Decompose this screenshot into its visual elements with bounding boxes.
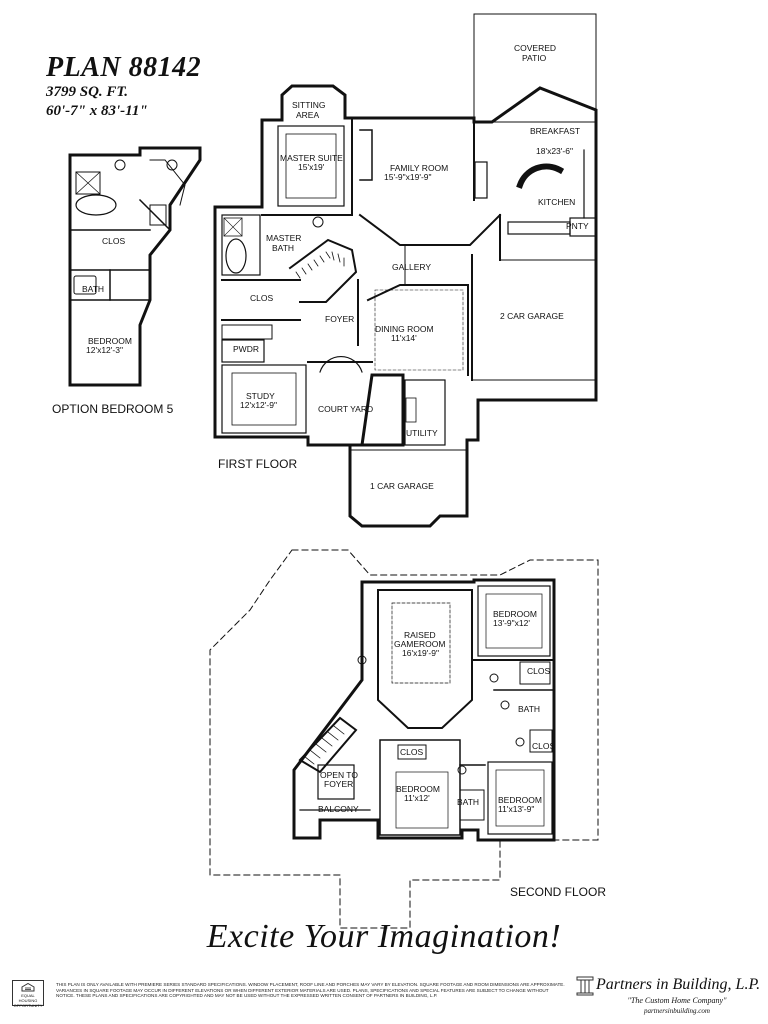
court-yard-label: COURT YARD [318, 404, 373, 414]
plan-square-feet: 3799 SQ. FT. [46, 84, 128, 100]
closet-label: CLOS [250, 293, 273, 303]
covered-patio-label: COVERED [514, 43, 556, 53]
option-bath-label: BATH [82, 284, 104, 294]
plan-title: PLAN 88142 [46, 52, 202, 83]
second-floor-caption: SECOND FLOOR [510, 885, 606, 899]
open-to-foyer-label-2: FOYER [324, 779, 353, 789]
option-bedroom-plan [68, 146, 202, 387]
gameroom-label: RAISED [404, 630, 436, 640]
option-closet-label: CLOS [102, 236, 125, 246]
open-to-foyer-label: OPEN TO [320, 770, 358, 780]
option-bedroom-caption: OPTION BEDROOM 5 [52, 402, 174, 416]
master-suite-dim: 15'x19' [298, 162, 325, 172]
family-room-label: FAMILY ROOM [390, 163, 448, 173]
gallery-label: GALLERY [392, 262, 431, 272]
master-bath-label: MASTER [266, 233, 301, 243]
dining-room-label: DINING ROOM [375, 324, 434, 334]
gameroom-dim: 16'x19'-9" [402, 648, 439, 658]
house-icon [21, 982, 35, 992]
gameroom-label-2: GAMEROOM [394, 639, 445, 649]
company-name: Partners in Building, L.P. [596, 976, 761, 993]
slogan: Excite Your Imagination! [206, 918, 562, 955]
bedroom-se-label: BEDROOM [498, 795, 542, 805]
two-car-garage-label: 2 CAR GARAGE [500, 311, 564, 321]
bedroom-mid-dim: 11'x12' [404, 793, 430, 803]
kitchen-label: KITCHEN [538, 197, 575, 207]
option-bedroom-label: BEDROOM [88, 336, 132, 346]
family-room-dim: 15'-9"x19'-9" [384, 172, 432, 182]
breakfast-dim: 18'x23'-6" [536, 146, 573, 156]
closet-e-label: CLOS [532, 741, 555, 751]
equal-housing-logo-icon: EQUAL HOUSING OPPORTUNITY [12, 980, 44, 1008]
column-logo-icon [576, 976, 594, 996]
bath-mid-label: BATH [457, 797, 479, 807]
company-tagline: "The Custom Home Company" [627, 996, 727, 1005]
utility-label: UTILITY [406, 428, 438, 438]
one-car-garage-label: 1 CAR GARAGE [370, 481, 434, 491]
first-floor-plan [213, 13, 598, 528]
pantry-label: PNTY [566, 221, 589, 231]
powder-label: PWDR [233, 344, 259, 354]
dining-room-dim: 11'x14' [391, 333, 417, 343]
bedroom-ne-dim: 13'-9"x12' [493, 618, 530, 628]
bath-e-label: BATH [518, 704, 540, 714]
covered-patio-label-2: PATIO [522, 53, 547, 63]
bedroom-mid-label: BEDROOM [396, 784, 440, 794]
master-suite-label: MASTER SUITE [280, 153, 343, 163]
company-url[interactable]: partnersinbuilding.com [644, 1007, 710, 1015]
bedroom-ne-label: BEDROOM [493, 609, 537, 619]
disclaimer-text: This plan is only available with premier… [56, 982, 565, 999]
option-bedroom-dim: 12'x12'-3" [86, 345, 123, 355]
closet-ne-label: CLOS [527, 666, 550, 676]
balcony-label: BALCONY [318, 804, 359, 814]
sitting-area-label-2: AREA [296, 110, 319, 120]
study-dim: 12'x12'-9" [240, 400, 277, 410]
second-floor-plan [209, 549, 599, 929]
study-label: STUDY [246, 391, 275, 401]
sitting-area-label: SITTING [292, 100, 326, 110]
plan-dimensions: 60'-7" x 83'-11" [46, 103, 148, 119]
foyer-label: FOYER [325, 314, 354, 324]
master-bath-label-2: BATH [272, 243, 294, 253]
first-floor-caption: FIRST FLOOR [218, 457, 297, 471]
closet-mid-label: CLOS [400, 747, 423, 757]
equal-housing-text: EQUAL HOUSING OPPORTUNITY [13, 993, 43, 1008]
bedroom-se-dim: 11'x13'-9" [498, 804, 534, 814]
breakfast-label: BREAKFAST [530, 126, 580, 136]
